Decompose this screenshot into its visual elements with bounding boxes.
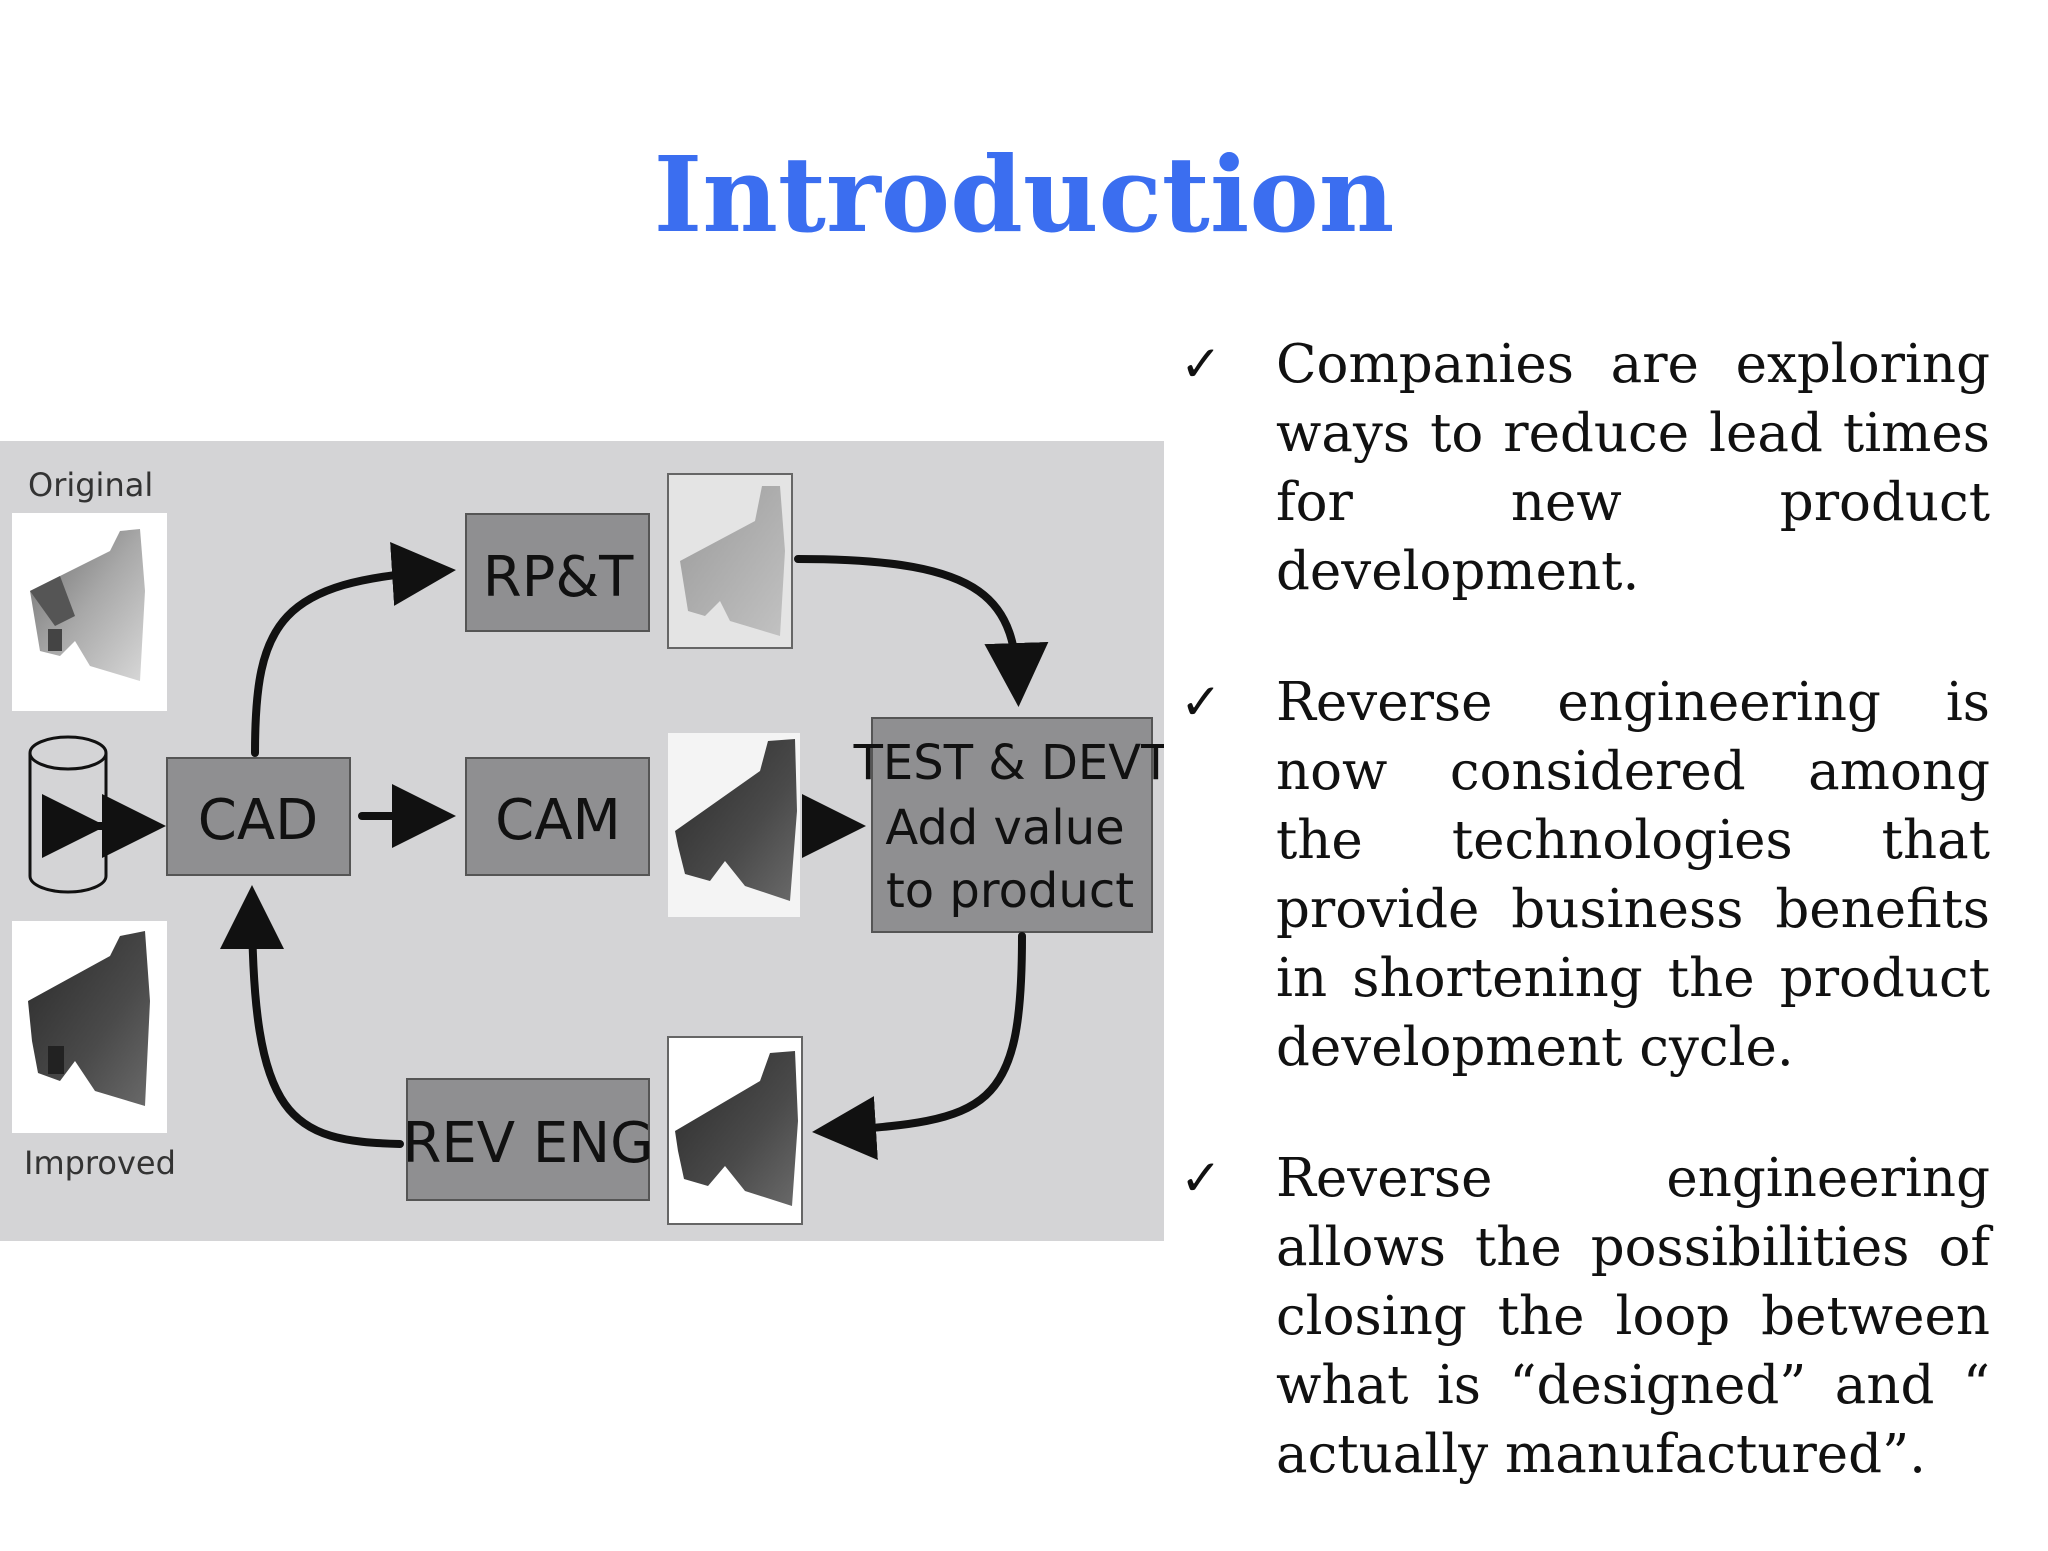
cad-box: CAD [166,757,351,876]
original-label: Original [28,466,153,504]
test-devt-line3: to product [886,863,1134,919]
rpt-box: RP&T [465,513,650,632]
test-devt-line2: Add value [885,800,1124,856]
bullet-item: ✓ Companies are exploring ways to reduce… [1180,330,1990,606]
cad-to-rpt-arrow [251,542,456,757]
bullet-list: ✓ Companies are exploring ways to reduce… [1180,330,1990,1551]
check-icon: ✓ [1180,1149,1222,1207]
improved-part-image [12,921,167,1133]
cad-label: CAD [198,788,319,853]
original-part-image [12,513,167,711]
test-devt-box: TEST & DEVT Add value to product [853,717,1164,933]
bullet-text: Reverse engineering is now considered am… [1276,672,1990,1078]
bullet-item: ✓ Reverse engineering allows the possibi… [1180,1144,1990,1489]
database-cylinder-icon [28,735,108,894]
improved-label: Improved [24,1144,176,1182]
rev-eng-box: REV ENG [402,1078,654,1201]
rev-eng-to-cad-arrow [220,885,404,1148]
rev-eng-label: REV ENG [402,1111,653,1176]
bullet-text: Companies are exploring ways to reduce l… [1276,334,1990,602]
rpt-label: RP&T [483,545,634,610]
check-icon: ✓ [1180,673,1222,731]
rpt-to-test-arrow [794,555,1049,707]
cam-box: CAM [465,757,650,876]
bullet-item: ✓ Reverse engineering is now considered … [1180,668,1990,1082]
flow-arrows [42,542,1049,1160]
test-devt-line1: TEST & DEVT [853,735,1164,791]
slide-title: Introduction [653,133,1395,256]
check-icon: ✓ [1180,335,1222,393]
test-to-rev-eng-arrow [812,932,1026,1160]
bullet-text: Reverse engineering allows the possibili… [1276,1148,1990,1485]
rev-eng-part-image [667,1036,803,1225]
rpt-part-image [667,473,793,649]
cam-part-image [668,733,800,917]
process-diagram: Original Improved CAD RP&T [0,441,1164,1241]
cam-label: CAM [495,788,621,853]
